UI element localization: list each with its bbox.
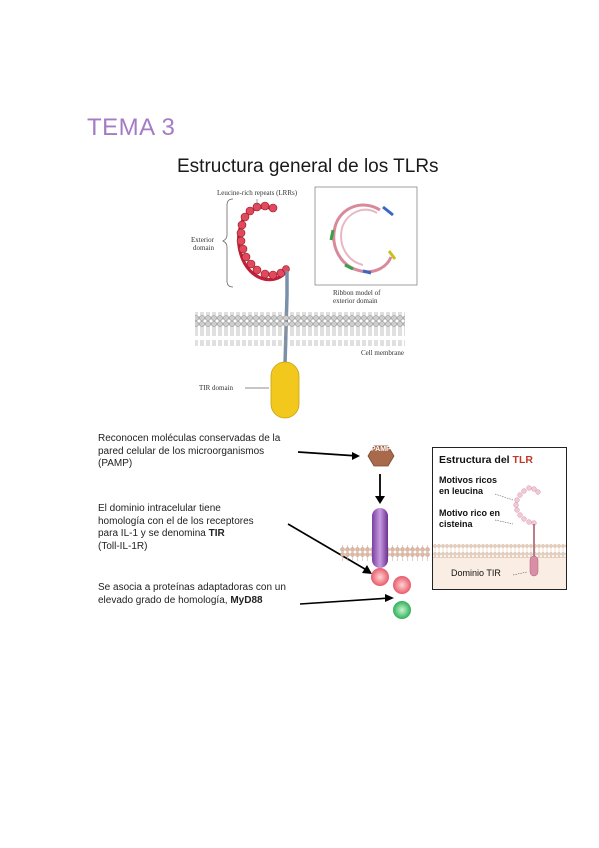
pamp-label: PAMP: [371, 446, 391, 453]
text-block-tir: El dominio intracelular tiene homología …: [98, 503, 254, 552]
tlr-structure-drawing: [195, 186, 418, 419]
lrr-label: Leucine-rich repeats (LRRs): [217, 189, 298, 197]
arrow-to-myd88: [299, 597, 391, 605]
membrane-label: Cell membrane: [361, 349, 404, 357]
tir-domain-label: Dominio TIR: [451, 568, 501, 578]
tlr-body: [372, 508, 388, 568]
exterior-bracket: [222, 198, 234, 288]
cysteine-label: Motivo rico en cisteina: [439, 508, 501, 529]
text-block-myd88: Se asocia a proteínas adaptadoras con un…: [98, 582, 286, 606]
exterior-label-2: domain: [193, 244, 214, 252]
exterior-label-1: Exterior: [191, 236, 214, 244]
ribbon-label-2: exterior domain: [333, 297, 378, 305]
pamp-hexagon: [367, 445, 395, 467]
ribbon-label-1: Ribbon model of: [333, 289, 381, 297]
box-title: Estructura del TLR: [439, 454, 533, 466]
arrow-to-tir: [287, 523, 371, 573]
page-heading: TEMA 3: [87, 114, 176, 141]
tir-domain-shape: [270, 361, 300, 419]
lrr-coil-loops: [236, 201, 290, 280]
box-tlr-drawing: [433, 485, 566, 589]
tlr-structure-box: Estructura del TLR Motivos ricos en leuc…: [432, 447, 567, 590]
myd88-bottom: [393, 601, 411, 619]
leucine-label: Motivos ricos en leucina: [439, 475, 498, 496]
slide-title: Estructura general de los TLRs: [177, 156, 439, 177]
cell-membrane: [195, 312, 405, 346]
myd88-top: [393, 576, 411, 594]
arrow-to-pamp: [297, 451, 359, 457]
tlr-signaling-drawing: [287, 445, 430, 619]
tlr-structure-figure: Leucine-rich repeats (LRRs) Exterior dom…: [175, 185, 425, 425]
ribbon-model: [329, 203, 397, 275]
text-block-pamp: Reconocen moléculas conservadas de la pa…: [98, 433, 281, 469]
tir-label: TIR domain: [199, 384, 234, 392]
tir-adaptor: [371, 568, 389, 586]
